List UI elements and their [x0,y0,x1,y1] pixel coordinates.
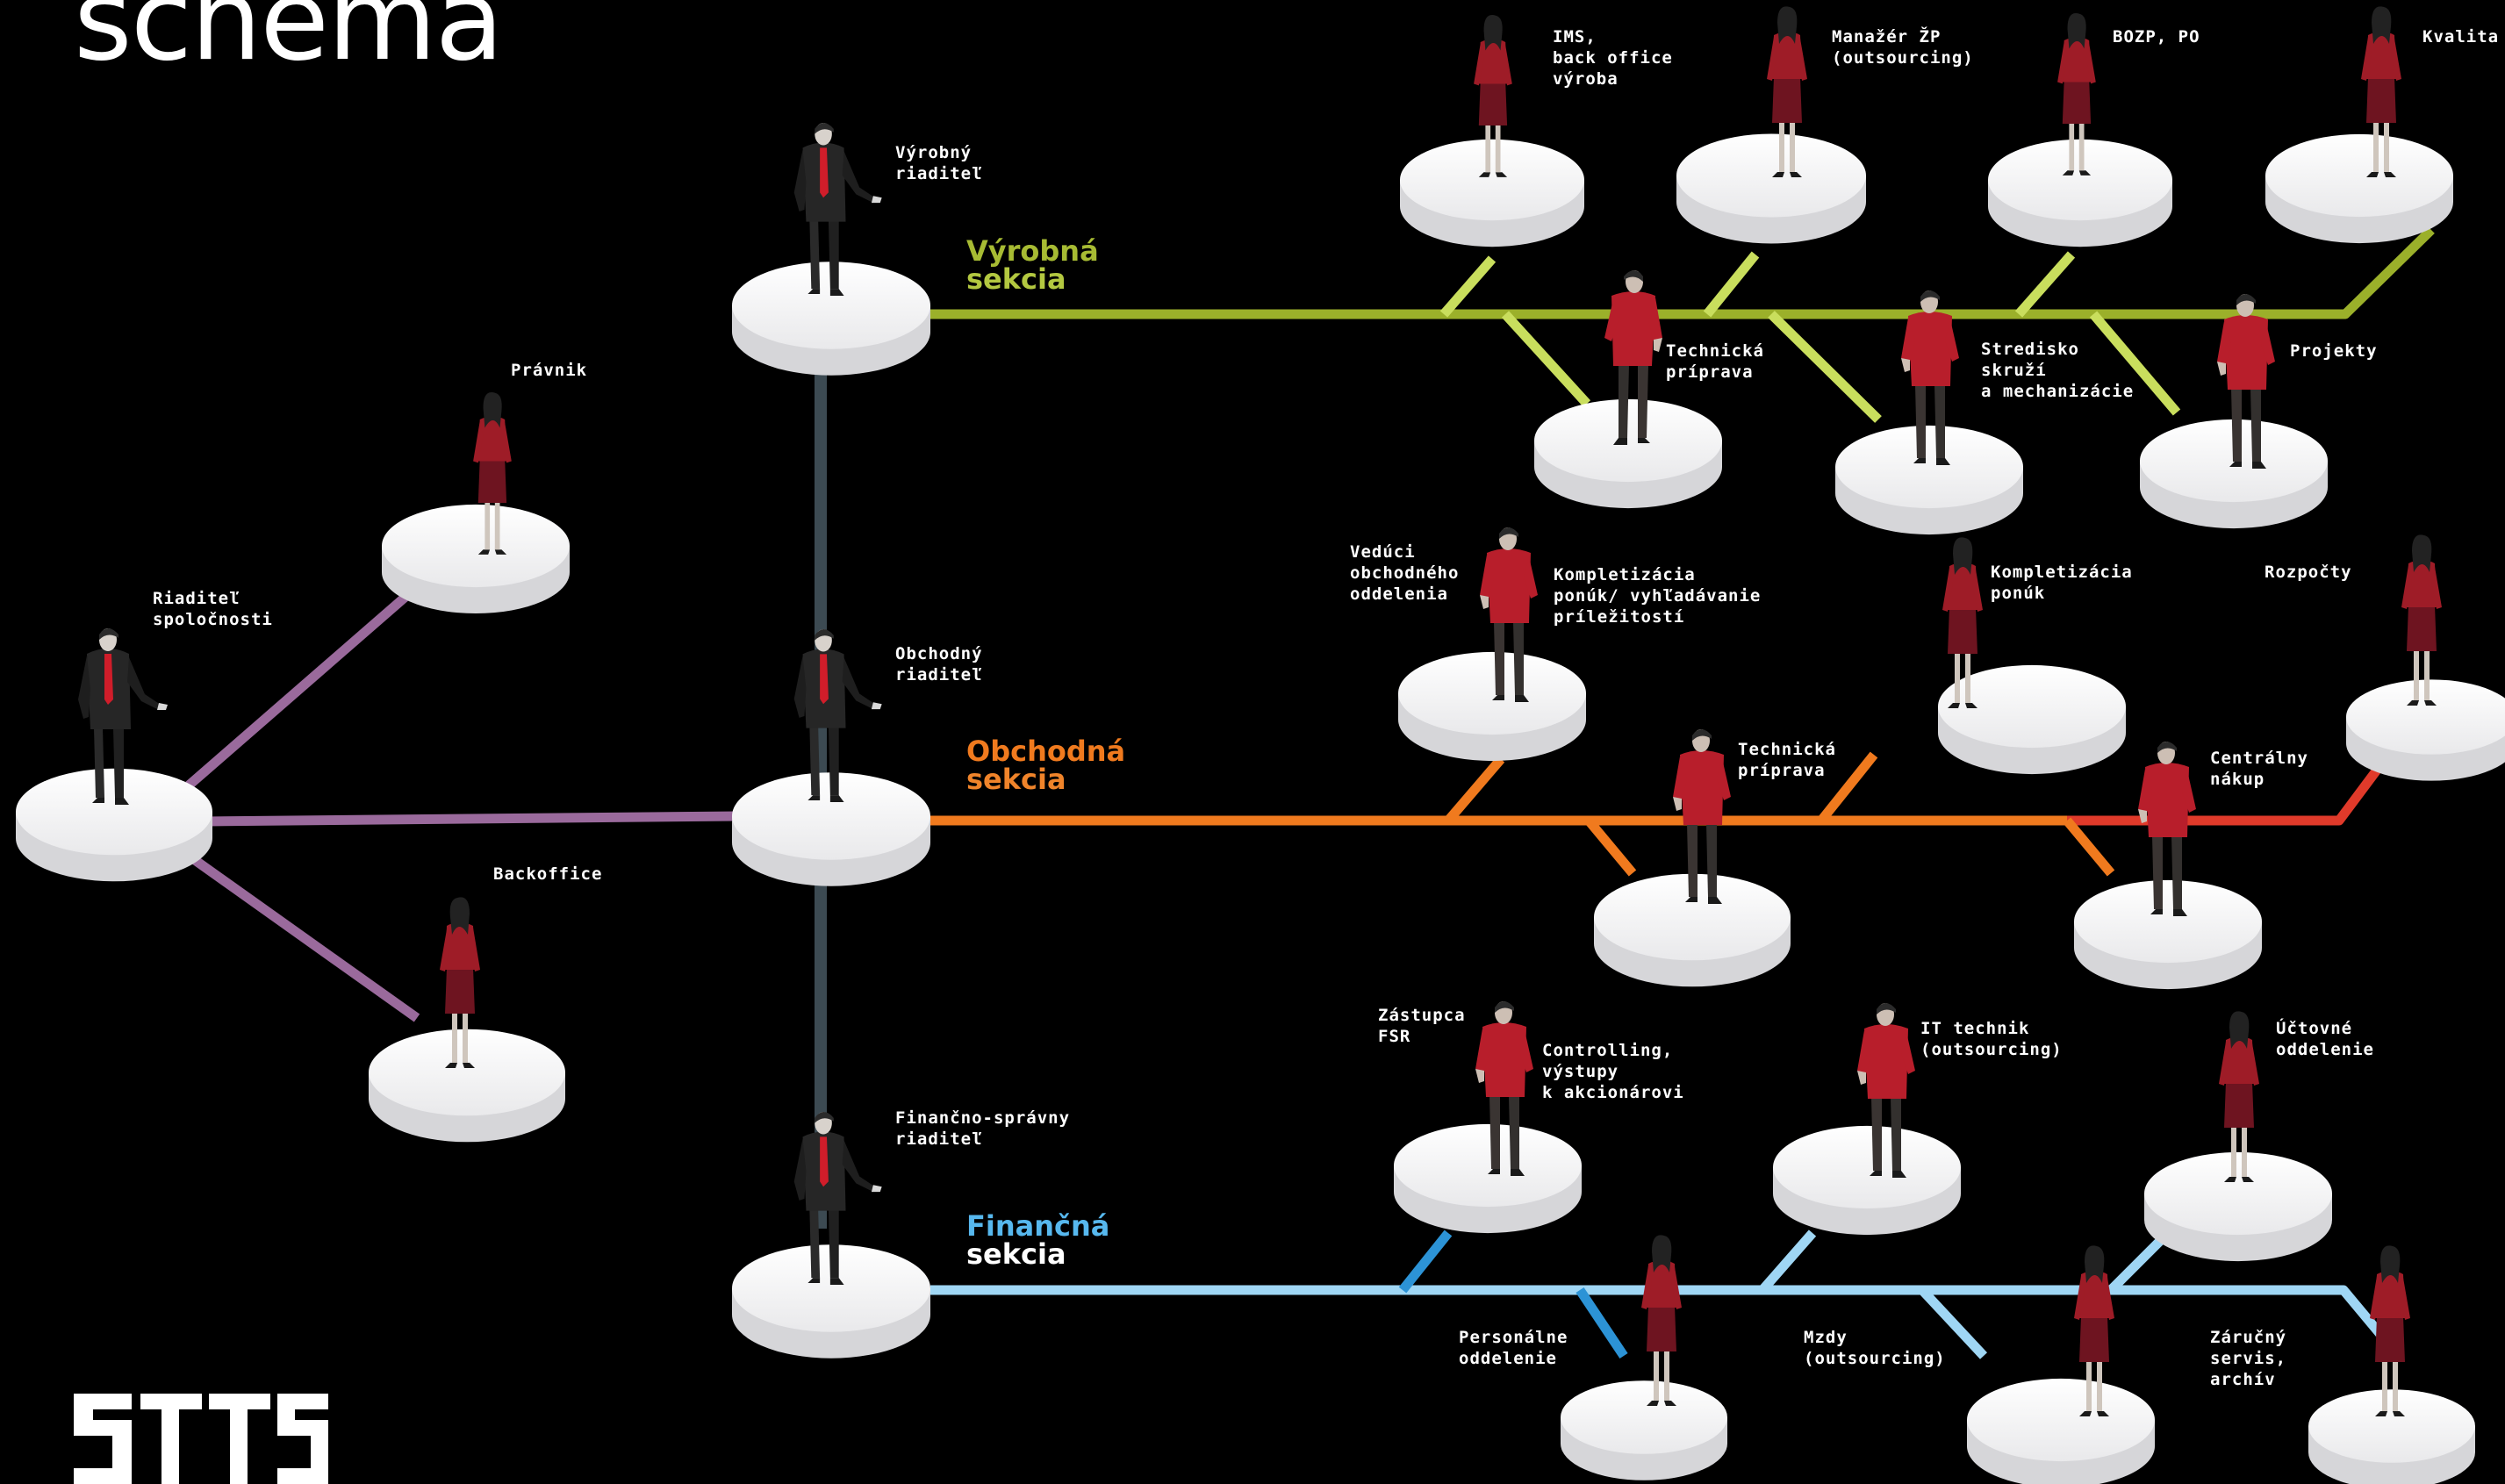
disc-uct [2144,1151,2332,1262]
label-uctovne: Účtovné oddelenie [2276,1019,2374,1059]
obchodna-branch-nakup [2063,817,2115,877]
vyrobna-branch-env [1703,251,1760,318]
vyrobna-branch-projekty [2089,311,2181,416]
disc-backoffice [369,1029,566,1143]
section-financna-line1: Finančná [966,1209,1110,1243]
vyrobna-main [930,226,2435,319]
disc-sales-director [732,772,930,886]
label-veduci: Vedúci obchodného oddelenia [1350,542,1460,604]
disc-kompl [1938,664,2126,775]
label-projekty: Projekty [2290,341,2378,361]
disc-ceo [16,768,212,882]
obchodna-branch-veduci [1444,756,1505,824]
disc-zast [1394,1123,1582,1234]
label-env-manager: Manažér ŽP (outsourcing) [1832,27,1974,68]
vyrobna-branch-stredisko [1768,311,1882,423]
vyrobna-branch-ims [1439,255,1497,318]
disc-mzdy [1967,1378,2155,1484]
disc-production-director [732,262,930,376]
label-kvalita: Kvalita [2422,27,2500,47]
financna-branch-zast [1398,1229,1453,1294]
company-logo [74,1394,328,1484]
label-production-director: Výrobný riaditeľ [895,143,983,183]
disc-lawyer [382,504,570,614]
disc-it [1773,1125,1961,1236]
section-vyrobna-line2: sekcia [966,262,1066,296]
link-ceo-lawyer [185,592,409,790]
disc-kvalita [2265,133,2453,244]
page-title: schéma [74,0,504,86]
disc-env [1676,133,1866,244]
label-mzdy: Mzdy (outsourcing) [1804,1328,1946,1368]
label-personalne: Personálne oddelenie [1459,1328,1568,1368]
disc-pers [1561,1380,1727,1480]
section-label-financna: Finančná sekcia [966,1212,1109,1268]
figure-pers-icon [1641,1235,1682,1406]
label-finance-director: Finančno-správny riaditeľ [895,1108,1071,1149]
financna-main [930,1285,2392,1346]
section-label-obchodna: Obchodná sekcia [966,737,1125,793]
label-it: IT technik (outsourcing) [1920,1019,2063,1059]
financna-branch-uct [2107,1229,2171,1294]
obchodna-branch-tech [1584,817,1637,877]
label-controlling: Controlling, výstupy k akcionárovi [1542,1041,1684,1102]
vyrobna-branch-bozp [2014,251,2076,318]
label-rozpocty: Rozpočty [2265,563,2352,582]
label-tech-priprava-vyrobna: Technická príprava [1666,341,1764,382]
section-obchodna-line1: Obchodná [966,735,1126,768]
label-sales-director: Obchodný riaditeľ [895,644,983,685]
disc-projekty [2140,419,2328,529]
vyrobna-branch-tech [1501,311,1591,407]
disc-zarucny [2308,1389,2475,1484]
label-kompletizacia-vyhladavanie: Kompletizácia ponúk/ vyhľadávanie prílež… [1554,565,1762,627]
disc-veduci [1398,651,1586,762]
label-zastupca: Zástupca FSR [1378,1006,1466,1046]
section-financna-line2: sekcia [966,1237,1066,1271]
label-centralny-nakup: Centrálny nákup [2210,749,2308,789]
connector-lines [185,226,2435,1359]
disc-finance-director [732,1244,930,1359]
label-stredisko: Stredisko skruží a mechanizácie [1981,340,2135,401]
label-tech-priprava-obchodna: Technická príprava [1738,740,1836,780]
label-ims: IMS, back office výroba [1553,27,1673,89]
platforms [16,133,2505,1484]
obchodna-branch-kompl [1817,751,1878,824]
disc-ims [1400,139,1584,247]
disc-tech-vyr [1534,398,1722,509]
disc-bozp [1988,139,2172,247]
label-lawyer: Právnik [511,361,588,380]
disc-nakup [2074,879,2262,990]
link-ceo-sales [205,811,738,827]
section-obchodna-line2: sekcia [966,763,1066,796]
financna-branch-mzdy [1918,1287,1988,1359]
disc-stredisko [1835,425,2023,535]
financna-branch-pers [1575,1287,1628,1359]
label-zarucny: Záručný servis, archív [2210,1328,2287,1389]
label-ceo: Riaditeľ spoločnosti [153,589,273,629]
label-bozp: BOZP, PO [2113,27,2200,47]
section-vyrobna-line1: Výrobná [966,234,1099,268]
section-label-vyrobna: Výrobná sekcia [966,237,1099,293]
link-ceo-backoffice [185,851,420,1022]
financna-branch-it [1758,1229,1817,1294]
label-backoffice: Backoffice [493,864,603,884]
disc-rozpocty [2346,679,2505,781]
label-kompletizacia: Kompletizácia ponúk [1991,563,2133,603]
disc-tech-obch [1594,873,1791,987]
